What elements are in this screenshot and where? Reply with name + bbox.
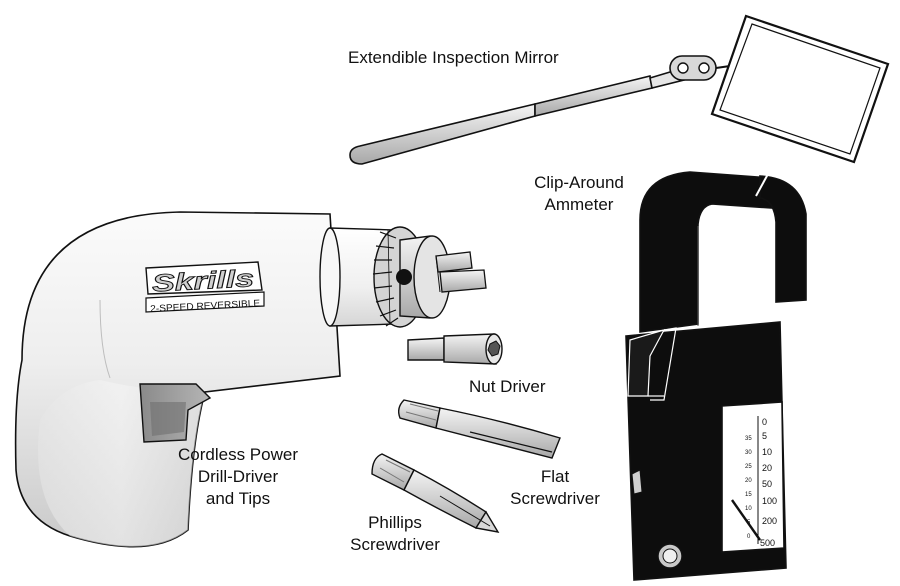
scale-tick-label: 10	[762, 447, 772, 457]
flat-label-line1: Flat	[540, 467, 570, 486]
scale-tick-label: 200	[762, 516, 777, 526]
drill-label-line2: Drill-Driver	[197, 467, 279, 486]
scale-tick-label: 50	[762, 479, 772, 489]
nut-driver-label: Nut Driver	[469, 377, 546, 396]
drill-label: Cordless Power Drill-Driver and Tips	[158, 444, 318, 510]
scale-tick-label: 20	[762, 463, 772, 473]
drill-badge: Skrills 2-SPEED REVERSIBLE	[145, 261, 265, 315]
scale-tick-label: 15	[745, 492, 752, 498]
inspection-mirror	[349, 14, 890, 165]
ammeter-label: Clip-Around Ammeter	[524, 172, 634, 216]
ammeter-label-line2: Ammeter	[544, 195, 614, 214]
phillips-screwdriver-bit	[371, 453, 500, 533]
scale-tick-label: 5	[762, 431, 767, 441]
mirror-label: Extendible Inspection Mirror	[348, 48, 559, 67]
scale-tick-label: 500	[760, 538, 775, 548]
scale-tick-label: 20	[745, 478, 752, 484]
scale-tick-label: 5	[747, 520, 751, 526]
scale-tick-label: 0	[747, 534, 751, 540]
phillips-label-line1: Phillips	[368, 513, 422, 532]
phillips-screwdriver-label: Phillips Screwdriver	[340, 512, 450, 556]
flat-label-line2: Screwdriver	[510, 489, 600, 508]
scale-tick-label: 30	[745, 450, 752, 456]
drill-label-line1: Cordless Power	[178, 445, 298, 464]
scale-tick-label: 10	[745, 506, 752, 512]
scale-tick-label: 35	[745, 436, 752, 442]
ammeter-scale-inner: 35 30 25 20 15 10 5 0	[745, 436, 752, 540]
drill-label-line3: and Tips	[205, 489, 271, 508]
flat-screwdriver-label: Flat Screwdriver	[500, 466, 610, 510]
ammeter-label-line1: Clip-Around	[534, 173, 624, 192]
scale-tick-label: 100	[762, 496, 777, 506]
clip-around-ammeter	[625, 171, 807, 581]
scale-tick-label: 0	[762, 417, 767, 427]
phillips-label-line2: Screwdriver	[350, 535, 440, 554]
scale-tick-label: 25	[745, 464, 752, 470]
ammeter-scale-outer: 0 5 10 20 50 100 200 500	[760, 417, 777, 548]
nut-driver-bit	[407, 333, 503, 365]
flat-screwdriver-bit	[397, 399, 561, 459]
drill-brand-text: Skrills	[151, 265, 254, 297]
